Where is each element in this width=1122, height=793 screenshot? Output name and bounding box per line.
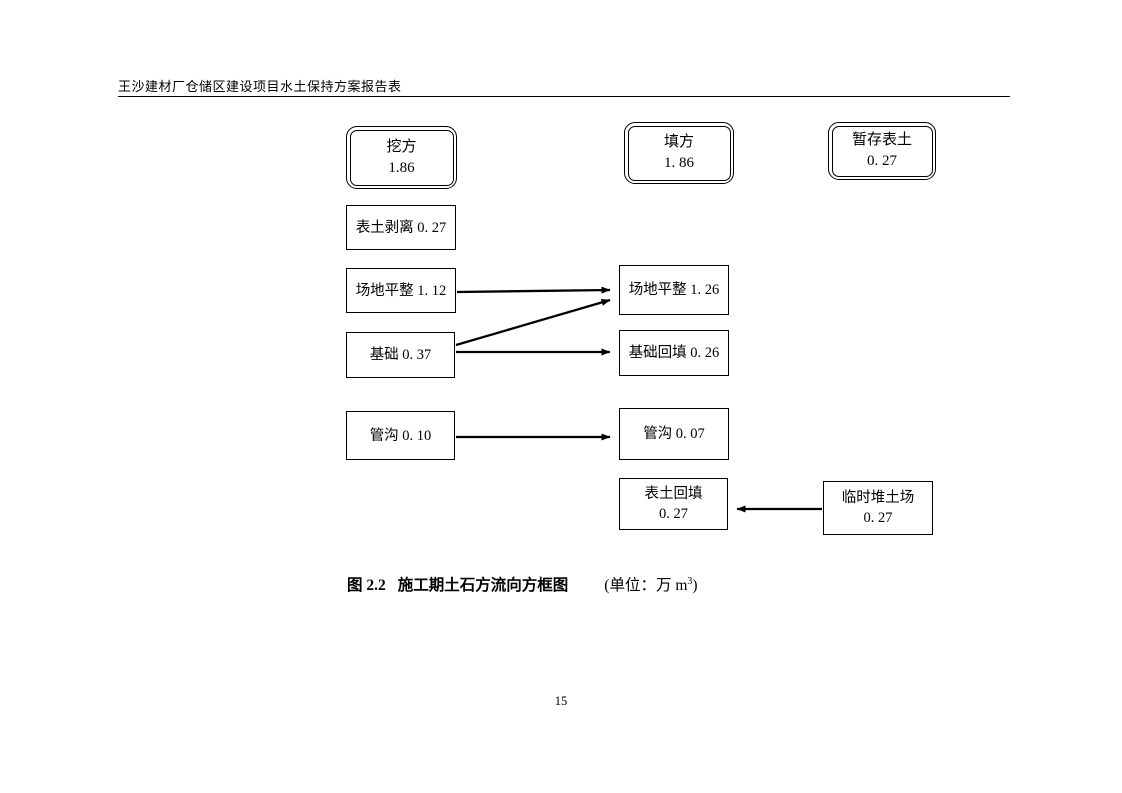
box-pipe-trench-cut-label: 管沟 0. 10 [369, 427, 432, 444]
box-foundation: 基础 0. 37 [346, 332, 455, 378]
box-temp-topsoil: 暂存表土 0. 27 [828, 122, 936, 180]
page-number: 15 [554, 694, 568, 708]
box-site-leveling-fill: 场地平整 1. 26 [619, 265, 729, 315]
box-excavation: 挖方 1.86 [346, 126, 457, 189]
arrow-site-leveling [456, 286, 611, 294]
box-pipe-trench-cut: 管沟 0. 10 [346, 411, 455, 460]
figure-caption-unit: (单位：万 m3) [604, 575, 698, 594]
box-site-leveling-cut: 场地平整 1. 12 [346, 268, 456, 313]
arrow-foundation-to-site-leveling [455, 298, 611, 347]
box-excavation-value: 1.86 [388, 159, 415, 176]
box-fill-title: 填方 [663, 134, 694, 150]
box-excavation-title: 挖方 [386, 138, 417, 155]
box-topsoil-stripping: 表土剥离 0. 27 [346, 205, 456, 250]
box-fill-value: 1. 86 [664, 155, 694, 171]
box-pipe-trench-fill-label: 管沟 0. 07 [643, 426, 705, 442]
figure-caption-unit-superscript: 3 [687, 575, 693, 587]
box-foundation-backfill-label: 基础回填 0. 26 [628, 345, 720, 361]
box-fill: 填方 1. 86 [624, 122, 734, 184]
box-temp-soil-yard: 临时堆土场 0. 27 [823, 481, 933, 535]
box-topsoil-stripping-label: 表土剥离 0. 27 [355, 219, 447, 236]
box-topsoil-backfill-value: 0. 27 [659, 506, 688, 522]
box-temp-soil-yard-title: 临时堆土场 [841, 490, 915, 506]
box-topsoil-backfill: 表土回填 0. 27 [619, 478, 728, 530]
header-divider [118, 96, 1010, 97]
figure-caption-title: 施工期土石方流向方框图 [397, 577, 569, 594]
figure-caption-unit-suffix: ) [692, 577, 698, 594]
box-site-leveling-fill-label: 场地平整 1. 26 [628, 282, 720, 298]
box-topsoil-backfill-title: 表土回填 [644, 486, 703, 502]
box-temp-topsoil-title: 暂存表土 [851, 132, 912, 148]
box-foundation-label: 基础 0. 37 [369, 347, 432, 363]
box-pipe-trench-fill: 管沟 0. 07 [619, 408, 729, 460]
document-header-title: 王沙建材厂仓储区建设项目水土保持方案报告表 [118, 79, 402, 94]
box-temp-topsoil-value: 0. 27 [867, 153, 897, 169]
figure-caption-unit-prefix: (单位：万 m [604, 577, 688, 594]
box-site-leveling-cut-label: 场地平整 1. 12 [355, 282, 447, 299]
box-temp-soil-yard-value: 0. 27 [863, 510, 893, 526]
figure-caption-number: 图 2.2 [347, 577, 386, 594]
box-foundation-backfill: 基础回填 0. 26 [619, 330, 729, 376]
figure-caption: 图 2.2 施工期土石方流向方框图 (单位：万 m3) [347, 573, 698, 595]
